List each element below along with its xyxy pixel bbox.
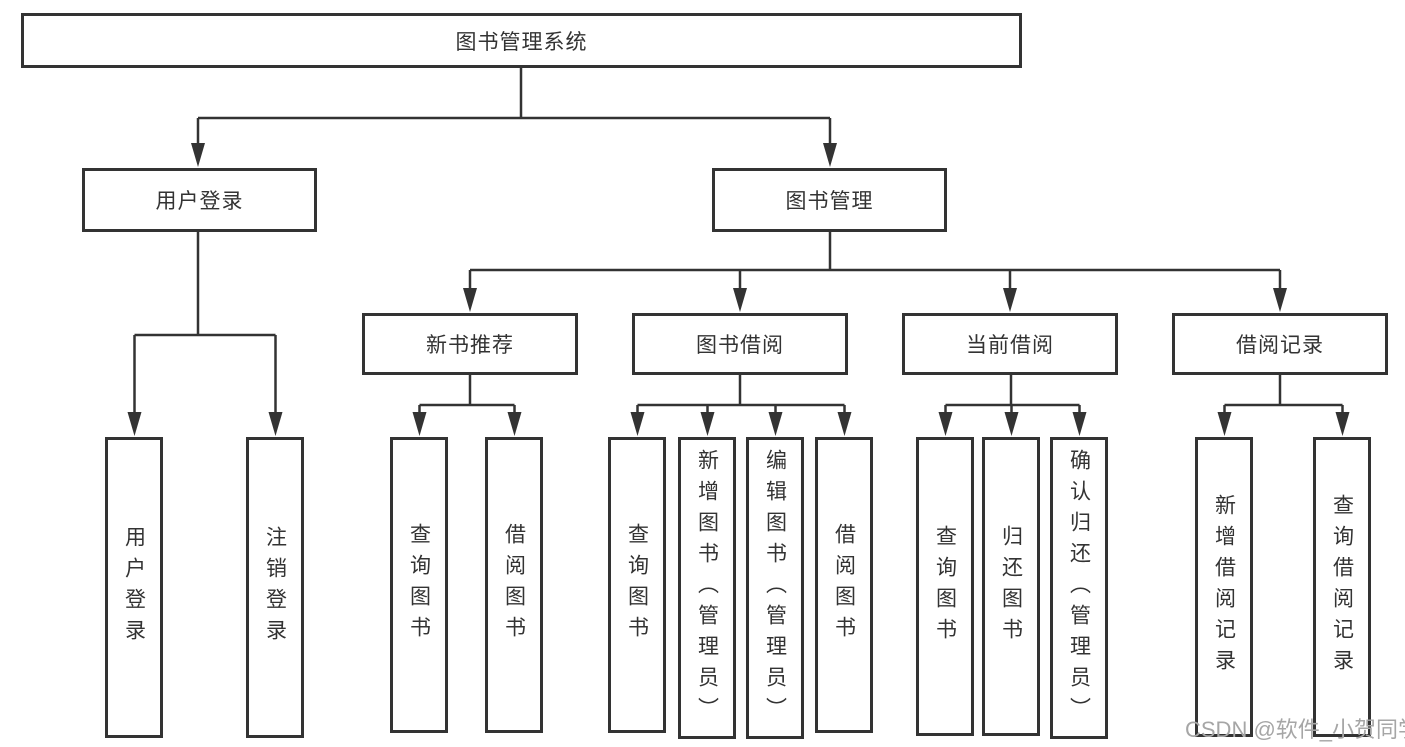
leaf-label: 借阅图书 bbox=[832, 523, 856, 647]
watermark-text: CSDN @软件_小贺同学 bbox=[1185, 717, 1405, 742]
arrowheads bbox=[127, 143, 1350, 436]
leaf-label: 借阅图书 bbox=[502, 523, 526, 647]
leaf-label: 查询图书 bbox=[407, 523, 431, 647]
node-borrowing-records: 借阅记录 bbox=[1172, 313, 1388, 375]
leaf-logout: 注销登录 bbox=[246, 437, 304, 738]
node-user-login: 用户登录 bbox=[82, 168, 317, 232]
leaf-label: 查询图书 bbox=[625, 523, 649, 647]
leaf-label: 编辑图书（管理员） bbox=[763, 448, 787, 728]
leaf-query-books-borrow: 查询图书 bbox=[608, 437, 666, 733]
leaf-borrow-books-borrow: 借阅图书 bbox=[815, 437, 873, 733]
leaf-label: 归还图书 bbox=[999, 524, 1023, 649]
leaf-label: 查询借阅记录 bbox=[1330, 494, 1354, 680]
leaf-query-borrow-record: 查询借阅记录 bbox=[1313, 437, 1371, 737]
node-book-borrowing: 图书借阅 bbox=[632, 313, 848, 375]
leaf-confirm-return-admin: 确认归还（管理员） bbox=[1050, 437, 1108, 739]
leaf-add-borrow-record: 新增借阅记录 bbox=[1195, 437, 1253, 737]
node-library-management-system: 图书管理系统 bbox=[21, 13, 1022, 68]
leaf-return-books: 归还图书 bbox=[982, 437, 1040, 736]
leaf-label: 新增图书（管理员） bbox=[695, 448, 719, 728]
leaf-user-login: 用户登录 bbox=[105, 437, 163, 738]
leaf-label: 确认归还（管理员） bbox=[1067, 448, 1091, 728]
leaf-borrow-books-newbook: 借阅图书 bbox=[485, 437, 543, 733]
leaf-label: 新增借阅记录 bbox=[1212, 494, 1236, 680]
leaf-query-books-newbook: 查询图书 bbox=[390, 437, 448, 733]
node-book-management: 图书管理 bbox=[712, 168, 947, 232]
node-current-borrowing: 当前借阅 bbox=[902, 313, 1118, 375]
leaf-edit-book-admin: 编辑图书（管理员） bbox=[746, 437, 804, 739]
leaf-query-books-current: 查询图书 bbox=[916, 437, 974, 736]
leaf-add-book-admin: 新增图书（管理员） bbox=[678, 437, 736, 739]
leaf-label: 注销登录 bbox=[263, 525, 287, 650]
node-new-book-recommendation: 新书推荐 bbox=[362, 313, 578, 375]
leaf-label: 用户登录 bbox=[122, 525, 146, 650]
leaf-label: 查询图书 bbox=[933, 524, 957, 649]
